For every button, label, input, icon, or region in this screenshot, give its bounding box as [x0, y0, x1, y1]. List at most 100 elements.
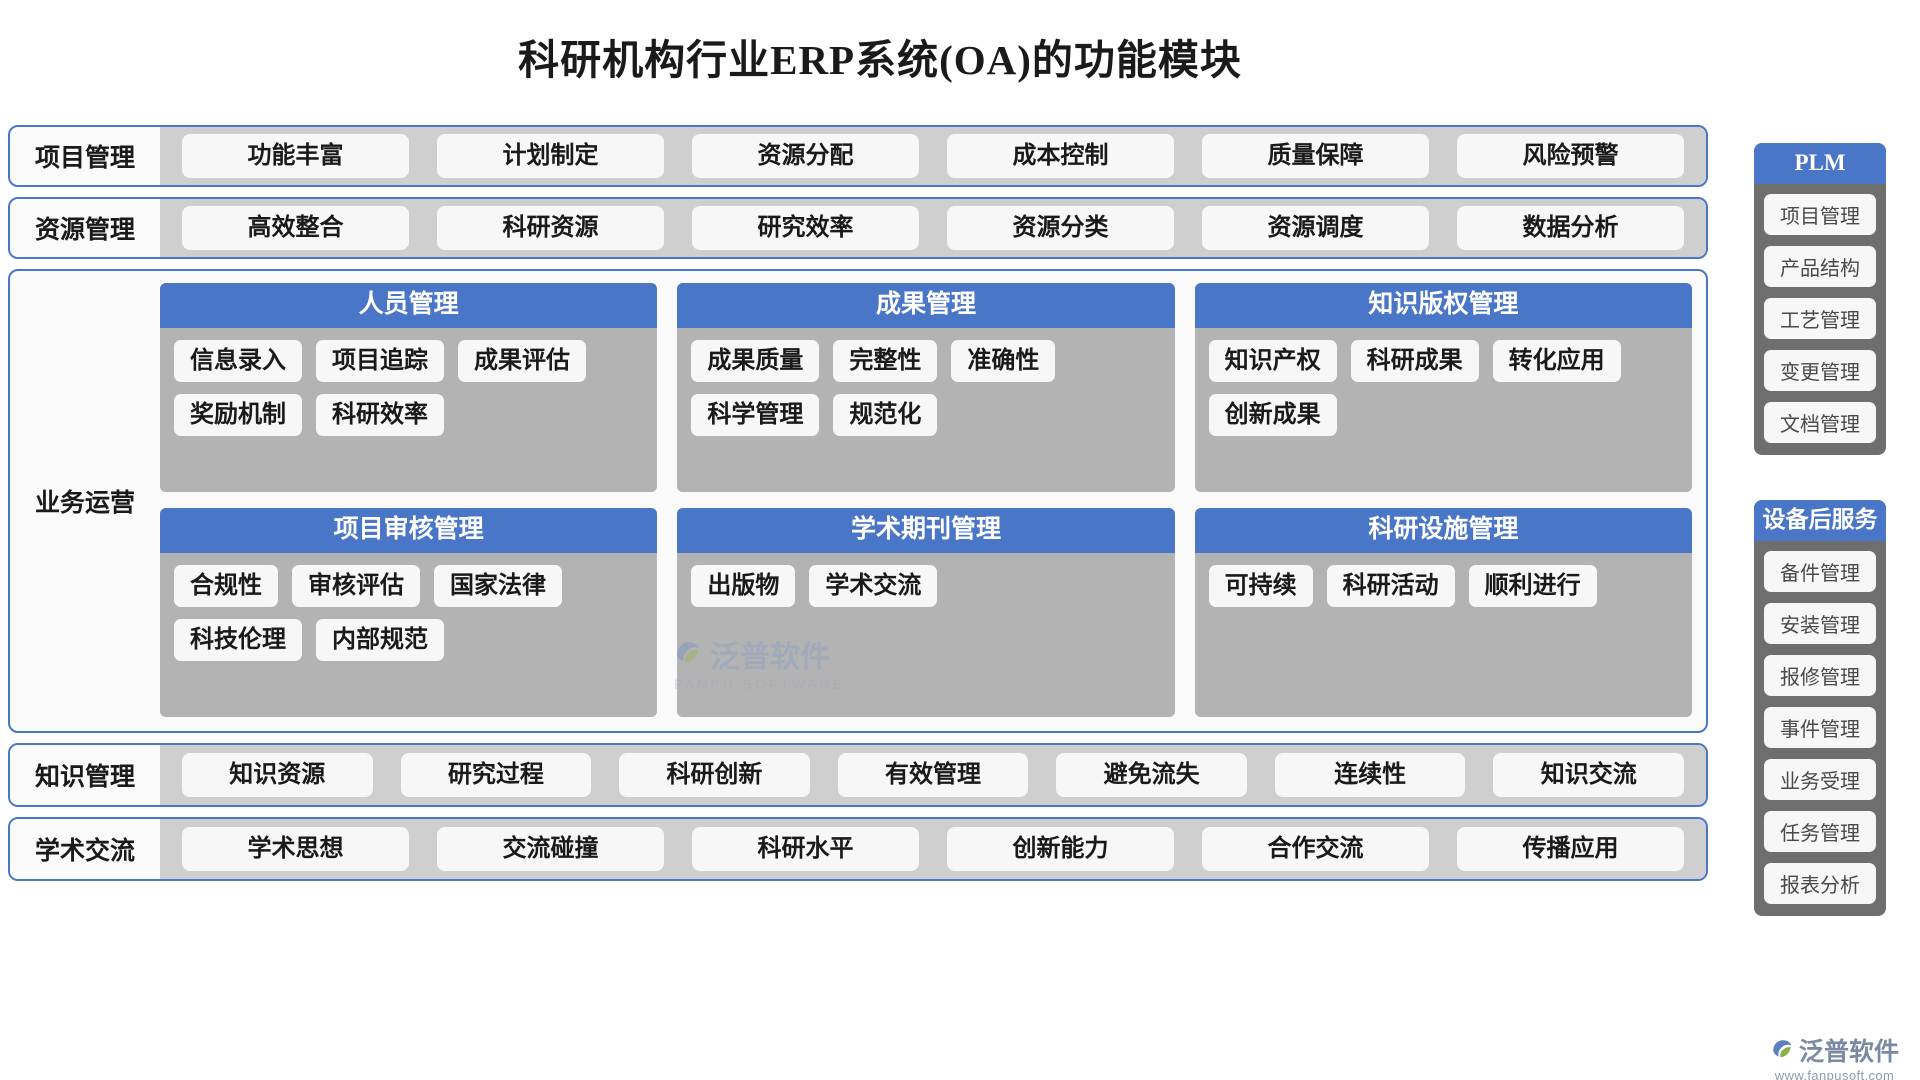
card-item[interactable]: 国家法律	[434, 564, 562, 607]
sidebar-item-product-structure[interactable]: 产品结构	[1764, 246, 1876, 288]
sidebar-item-task[interactable]: 任务管理	[1764, 811, 1876, 853]
card-item[interactable]: 顺利进行	[1468, 564, 1597, 607]
row-item[interactable]: 传播应用	[1457, 827, 1684, 871]
sidebar-items: 项目管理 产品结构 工艺管理 变更管理 文档管理	[1754, 184, 1886, 444]
brand-logo: 泛普软件 www.fanpusoft.com	[1770, 1032, 1899, 1080]
sidebar-items: 备件管理 安装管理 报修管理 事件管理 业务受理 任务管理 报表分析	[1754, 541, 1886, 905]
main-column: 项目管理 功能丰富 计划制定 资源分配 成本控制 质量保障 风险预警 资源管理 …	[8, 125, 1708, 891]
row-item[interactable]: 避免流失	[1056, 753, 1247, 797]
card-personnel-management: 人员管理 信息录入 项目追踪 成果评估 奖励机制 科研效率	[160, 283, 658, 492]
page-title: 科研机构行业ERP系统(OA)的功能模块	[518, 37, 1242, 83]
card-item[interactable]: 信息录入	[174, 339, 302, 382]
brand-name: 泛普软件	[1799, 1038, 1900, 1066]
row-resource-management: 资源管理 高效整合 科研资源 研究效率 资源分类 资源调度 数据分析	[8, 197, 1708, 259]
card-knowledge-copyright-management: 知识版权管理 知识产权 科研成果 转化应用 创新成果	[1194, 283, 1692, 492]
row-item[interactable]: 资源分配	[692, 134, 919, 178]
card-title: 科研设施管理	[1194, 508, 1692, 553]
card-item[interactable]: 科学管理	[691, 393, 820, 436]
row-label: 资源管理	[10, 199, 160, 257]
card-item[interactable]: 准确性	[951, 339, 1056, 382]
sidebar-item-project-management[interactable]: 项目管理	[1764, 194, 1876, 236]
card-item[interactable]: 合规性	[174, 564, 278, 607]
row-item[interactable]: 研究过程	[400, 753, 592, 797]
card-achievement-management: 成果管理 成果质量 完整性 准确性 科学管理 规范化	[677, 283, 1175, 492]
sidebar-after-sales-service: 设备后服务 备件管理 安装管理 报修管理 事件管理 业务受理 任务管理 报表分析	[1754, 500, 1886, 917]
sidebar-item-business-acceptance[interactable]: 业务受理	[1764, 759, 1876, 801]
card-items: 知识产权 科研成果 转化应用 创新成果	[1194, 327, 1692, 492]
card-item[interactable]: 项目追踪	[316, 339, 444, 382]
row-item[interactable]: 成本控制	[947, 134, 1174, 178]
sidebar-title: 设备后服务	[1754, 500, 1886, 542]
row-item[interactable]: 计划制定	[437, 134, 664, 178]
sidebar-plm: PLM 项目管理 产品结构 工艺管理 变更管理 文档管理	[1754, 143, 1886, 456]
sidebar-item-event[interactable]: 事件管理	[1764, 707, 1876, 749]
row-item[interactable]: 知识交流	[1493, 753, 1685, 797]
card-item[interactable]: 规范化	[833, 393, 938, 436]
card-item[interactable]: 可持续	[1208, 564, 1313, 607]
card-item[interactable]: 完整性	[833, 339, 938, 382]
row-item[interactable]: 功能丰富	[182, 134, 409, 178]
card-item[interactable]: 成果评估	[458, 339, 586, 382]
card-item[interactable]: 转化应用	[1492, 339, 1621, 382]
fanpu-logo-icon	[1773, 1040, 1792, 1058]
sidebar-item-document-management[interactable]: 文档管理	[1764, 402, 1876, 444]
card-items: 信息录入 项目追踪 成果评估 奖励机制 科研效率	[160, 327, 658, 492]
row-item[interactable]: 风险预警	[1457, 134, 1684, 178]
row-item[interactable]: 知识资源	[182, 753, 373, 797]
card-items: 合规性 审核评估 国家法律 科技伦理 内部规范	[160, 552, 658, 717]
sidebar-title: PLM	[1754, 143, 1886, 185]
card-item[interactable]: 学术交流	[809, 564, 938, 607]
card-item[interactable]: 创新成果	[1208, 393, 1337, 436]
card-item[interactable]: 审核评估	[292, 564, 420, 607]
card-project-audit-management: 项目审核管理 合规性 审核评估 国家法律 科技伦理 内部规范	[160, 508, 658, 717]
brand-url: www.fanpusoft.com	[1774, 1068, 1895, 1080]
row-item[interactable]: 资源调度	[1202, 206, 1429, 250]
row-item[interactable]: 研究效率	[692, 206, 919, 250]
row-item[interactable]: 高效整合	[182, 206, 409, 250]
card-item[interactable]: 科研活动	[1326, 564, 1455, 607]
row-items: 学术思想 交流碰撞 科研水平 创新能力 合作交流 传播应用	[160, 819, 1706, 879]
row-item[interactable]: 科研创新	[619, 753, 810, 797]
row-item[interactable]: 质量保障	[1202, 134, 1429, 178]
card-research-facility-management: 科研设施管理 可持续 科研活动 顺利进行	[1194, 508, 1692, 717]
row-item[interactable]: 数据分析	[1457, 206, 1684, 250]
card-items: 成果质量 完整性 准确性 科学管理 规范化	[677, 327, 1175, 492]
card-item[interactable]: 成果质量	[691, 339, 820, 382]
row-academic-exchange: 学术交流 学术思想 交流碰撞 科研水平 创新能力 合作交流 传播应用	[8, 817, 1708, 881]
card-items: 出版物 学术交流	[677, 552, 1175, 717]
card-title: 知识版权管理	[1194, 283, 1692, 328]
row-item[interactable]: 科研资源	[437, 206, 664, 250]
row-label: 知识管理	[10, 745, 160, 805]
card-item[interactable]: 出版物	[691, 564, 796, 607]
sidebar-item-change-management[interactable]: 变更管理	[1764, 350, 1876, 392]
row-items: 功能丰富 计划制定 资源分配 成本控制 质量保障 风险预警	[160, 127, 1706, 185]
card-item[interactable]: 奖励机制	[174, 393, 302, 436]
card-academic-journal-management: 学术期刊管理 出版物 学术交流	[677, 508, 1175, 717]
sidebar-item-report-analysis[interactable]: 报表分析	[1764, 863, 1876, 905]
row-item[interactable]: 连续性	[1274, 753, 1466, 797]
row-item[interactable]: 有效管理	[837, 753, 1029, 797]
card-item[interactable]: 科研效率	[316, 393, 444, 436]
card-item[interactable]: 知识产权	[1208, 339, 1337, 382]
row-item[interactable]: 交流碰撞	[437, 827, 664, 871]
row-item[interactable]: 创新能力	[947, 827, 1174, 871]
sidebar-item-repair[interactable]: 报修管理	[1764, 655, 1876, 697]
section-business-operations: 业务运营 人员管理 信息录入 项目追踪 成果评估 奖励机制 科研效率 成果管理	[8, 269, 1708, 733]
row-item[interactable]: 合作交流	[1202, 827, 1429, 871]
card-item[interactable]: 科技伦理	[174, 618, 302, 661]
operations-card-grid: 人员管理 信息录入 项目追踪 成果评估 奖励机制 科研效率 成果管理 成果质量 …	[160, 271, 1706, 731]
card-title: 项目审核管理	[160, 508, 658, 553]
sidebar-item-process-management[interactable]: 工艺管理	[1764, 298, 1876, 340]
card-item[interactable]: 科研成果	[1350, 339, 1479, 382]
sidebar-item-installation[interactable]: 安装管理	[1764, 603, 1876, 645]
section-label: 业务运营	[34, 490, 135, 517]
row-item[interactable]: 学术思想	[182, 827, 409, 871]
row-item[interactable]: 资源分类	[947, 206, 1174, 250]
row-items: 知识资源 研究过程 科研创新 有效管理 避免流失 连续性 知识交流	[160, 745, 1706, 805]
row-item[interactable]: 科研水平	[692, 827, 919, 871]
row-label: 项目管理	[10, 127, 160, 185]
sidebar-item-spare-parts[interactable]: 备件管理	[1764, 551, 1876, 593]
card-title: 成果管理	[677, 283, 1175, 328]
card-item[interactable]: 内部规范	[316, 618, 444, 661]
